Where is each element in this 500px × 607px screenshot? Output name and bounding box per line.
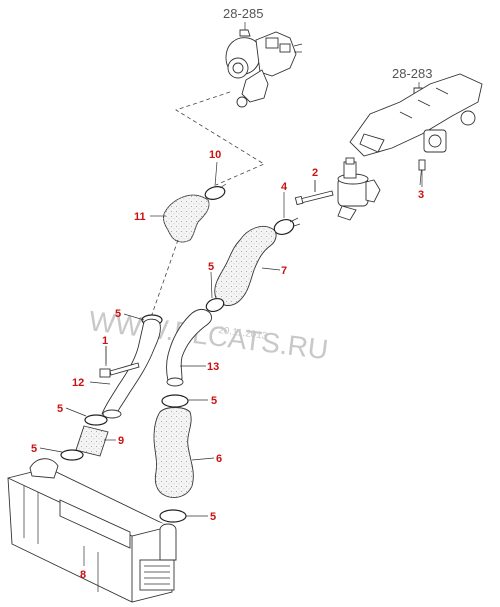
callout-5-upper: 5 xyxy=(208,261,214,273)
callout-10: 10 xyxy=(209,149,221,161)
clamp-part-5-hose6-bottom xyxy=(159,509,187,523)
callout-5-pipe12: 5 xyxy=(115,308,121,320)
callout-6: 6 xyxy=(216,453,222,465)
clamp-part-5-hose9-bottom xyxy=(60,449,84,461)
callout-13: 13 xyxy=(207,361,219,373)
intercooler-part-8 xyxy=(7,458,177,603)
callout-11: 11 xyxy=(134,211,146,223)
clamp-part-5-hose9-top xyxy=(84,414,108,426)
callout-4: 4 xyxy=(281,181,288,193)
turbo-outlet-route xyxy=(175,91,265,186)
clamp-part-5-upper xyxy=(205,297,225,313)
clamp-part-10 xyxy=(204,186,226,200)
callout-5-hose6-top: 5 xyxy=(211,395,217,407)
reference-turbocharger: 28-285 xyxy=(223,6,263,21)
callout-9: 9 xyxy=(118,435,124,447)
callout-2: 2 xyxy=(312,167,318,179)
callout-5-hose9-bottom: 5 xyxy=(31,443,37,455)
callout-7: 7 xyxy=(281,265,287,277)
route-11-to-12 xyxy=(149,239,179,321)
bolt-part-2 xyxy=(294,180,334,206)
egr-valve xyxy=(337,157,381,221)
exhaust-manifold xyxy=(349,73,483,157)
callout-3: 3 xyxy=(418,189,424,201)
callout-5-hose6-bottom: 5 xyxy=(210,511,216,523)
callout-5-hose9-top: 5 xyxy=(57,403,63,415)
pipe-part-13 xyxy=(166,308,213,382)
callout-1: 1 xyxy=(102,335,108,347)
clamp-part-5-hose6-top xyxy=(161,394,189,408)
reference-exhaust-manifold: 28-283 xyxy=(392,66,432,81)
turbocharger xyxy=(225,22,303,108)
callout-12: 12 xyxy=(72,377,84,389)
callout-8: 8 xyxy=(80,569,86,581)
